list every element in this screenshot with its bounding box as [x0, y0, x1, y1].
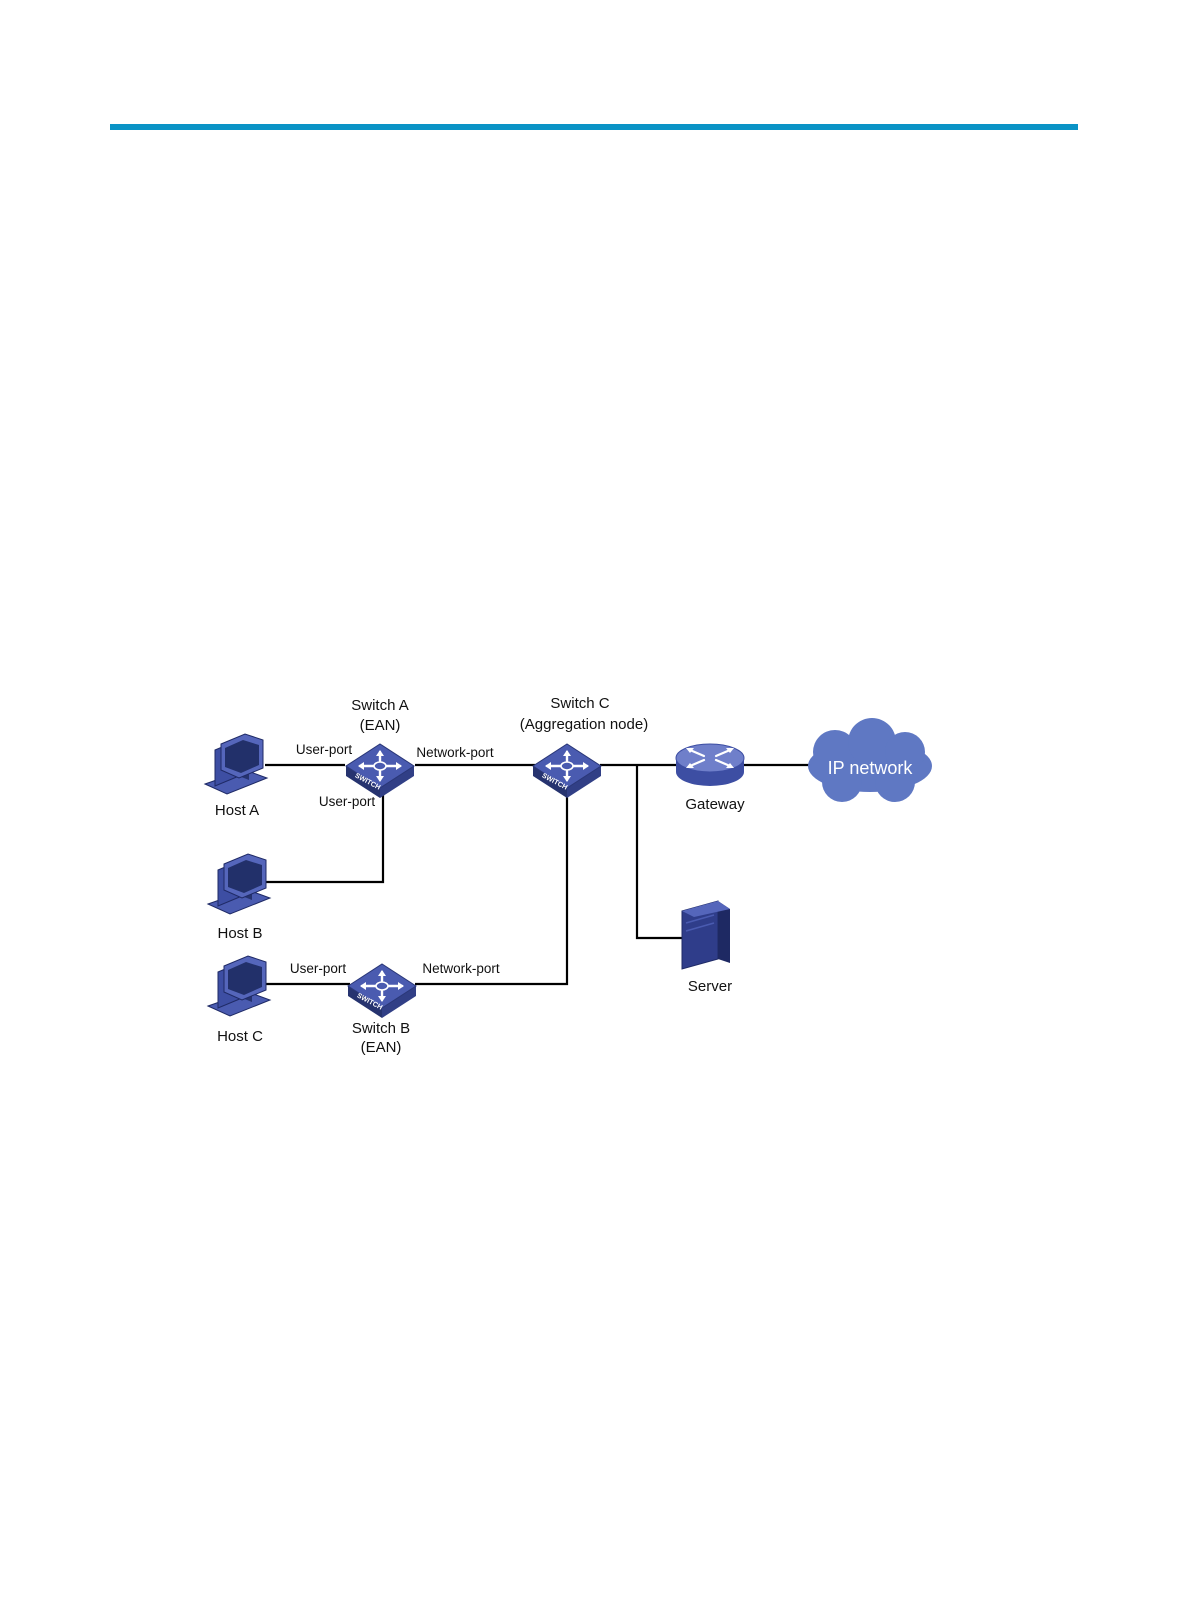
host-c-label: Host C [217, 1028, 263, 1045]
switch-b-user-port-label: User-port [290, 961, 347, 976]
switch-c-icon: SWITCH [533, 744, 601, 798]
host-b-icon [208, 854, 270, 914]
switch-c-role: (Aggregation node) [520, 716, 648, 733]
link-switchc-switchb [415, 785, 567, 984]
gateway-router-icon [676, 744, 744, 786]
ip-network-label: IP network [828, 758, 914, 778]
server-tower-icon [682, 901, 730, 969]
host-c-icon [208, 956, 270, 1016]
switch-a-name: Switch A [351, 697, 409, 714]
switch-a-icon: SWITCH [346, 744, 414, 798]
switch-b-role: (EAN) [361, 1039, 402, 1056]
switch-a-role: (EAN) [360, 717, 401, 734]
host-a-icon [205, 734, 267, 794]
switch-b-name: Switch B [352, 1020, 410, 1037]
switch-a-network-port-label: Network-port [416, 745, 494, 760]
switch-c-name: Switch C [550, 695, 609, 712]
switch-a-user-port-top-label: User-port [296, 742, 353, 757]
switch-b-network-port-label: Network-port [422, 961, 500, 976]
host-b-label: Host B [217, 925, 262, 942]
server-label: Server [688, 978, 732, 995]
gateway-label: Gateway [685, 796, 745, 813]
host-a-label: Host A [215, 802, 259, 819]
switch-b-icon: SWITCH [348, 964, 416, 1018]
switch-a-user-port-bottom-label: User-port [319, 794, 376, 809]
